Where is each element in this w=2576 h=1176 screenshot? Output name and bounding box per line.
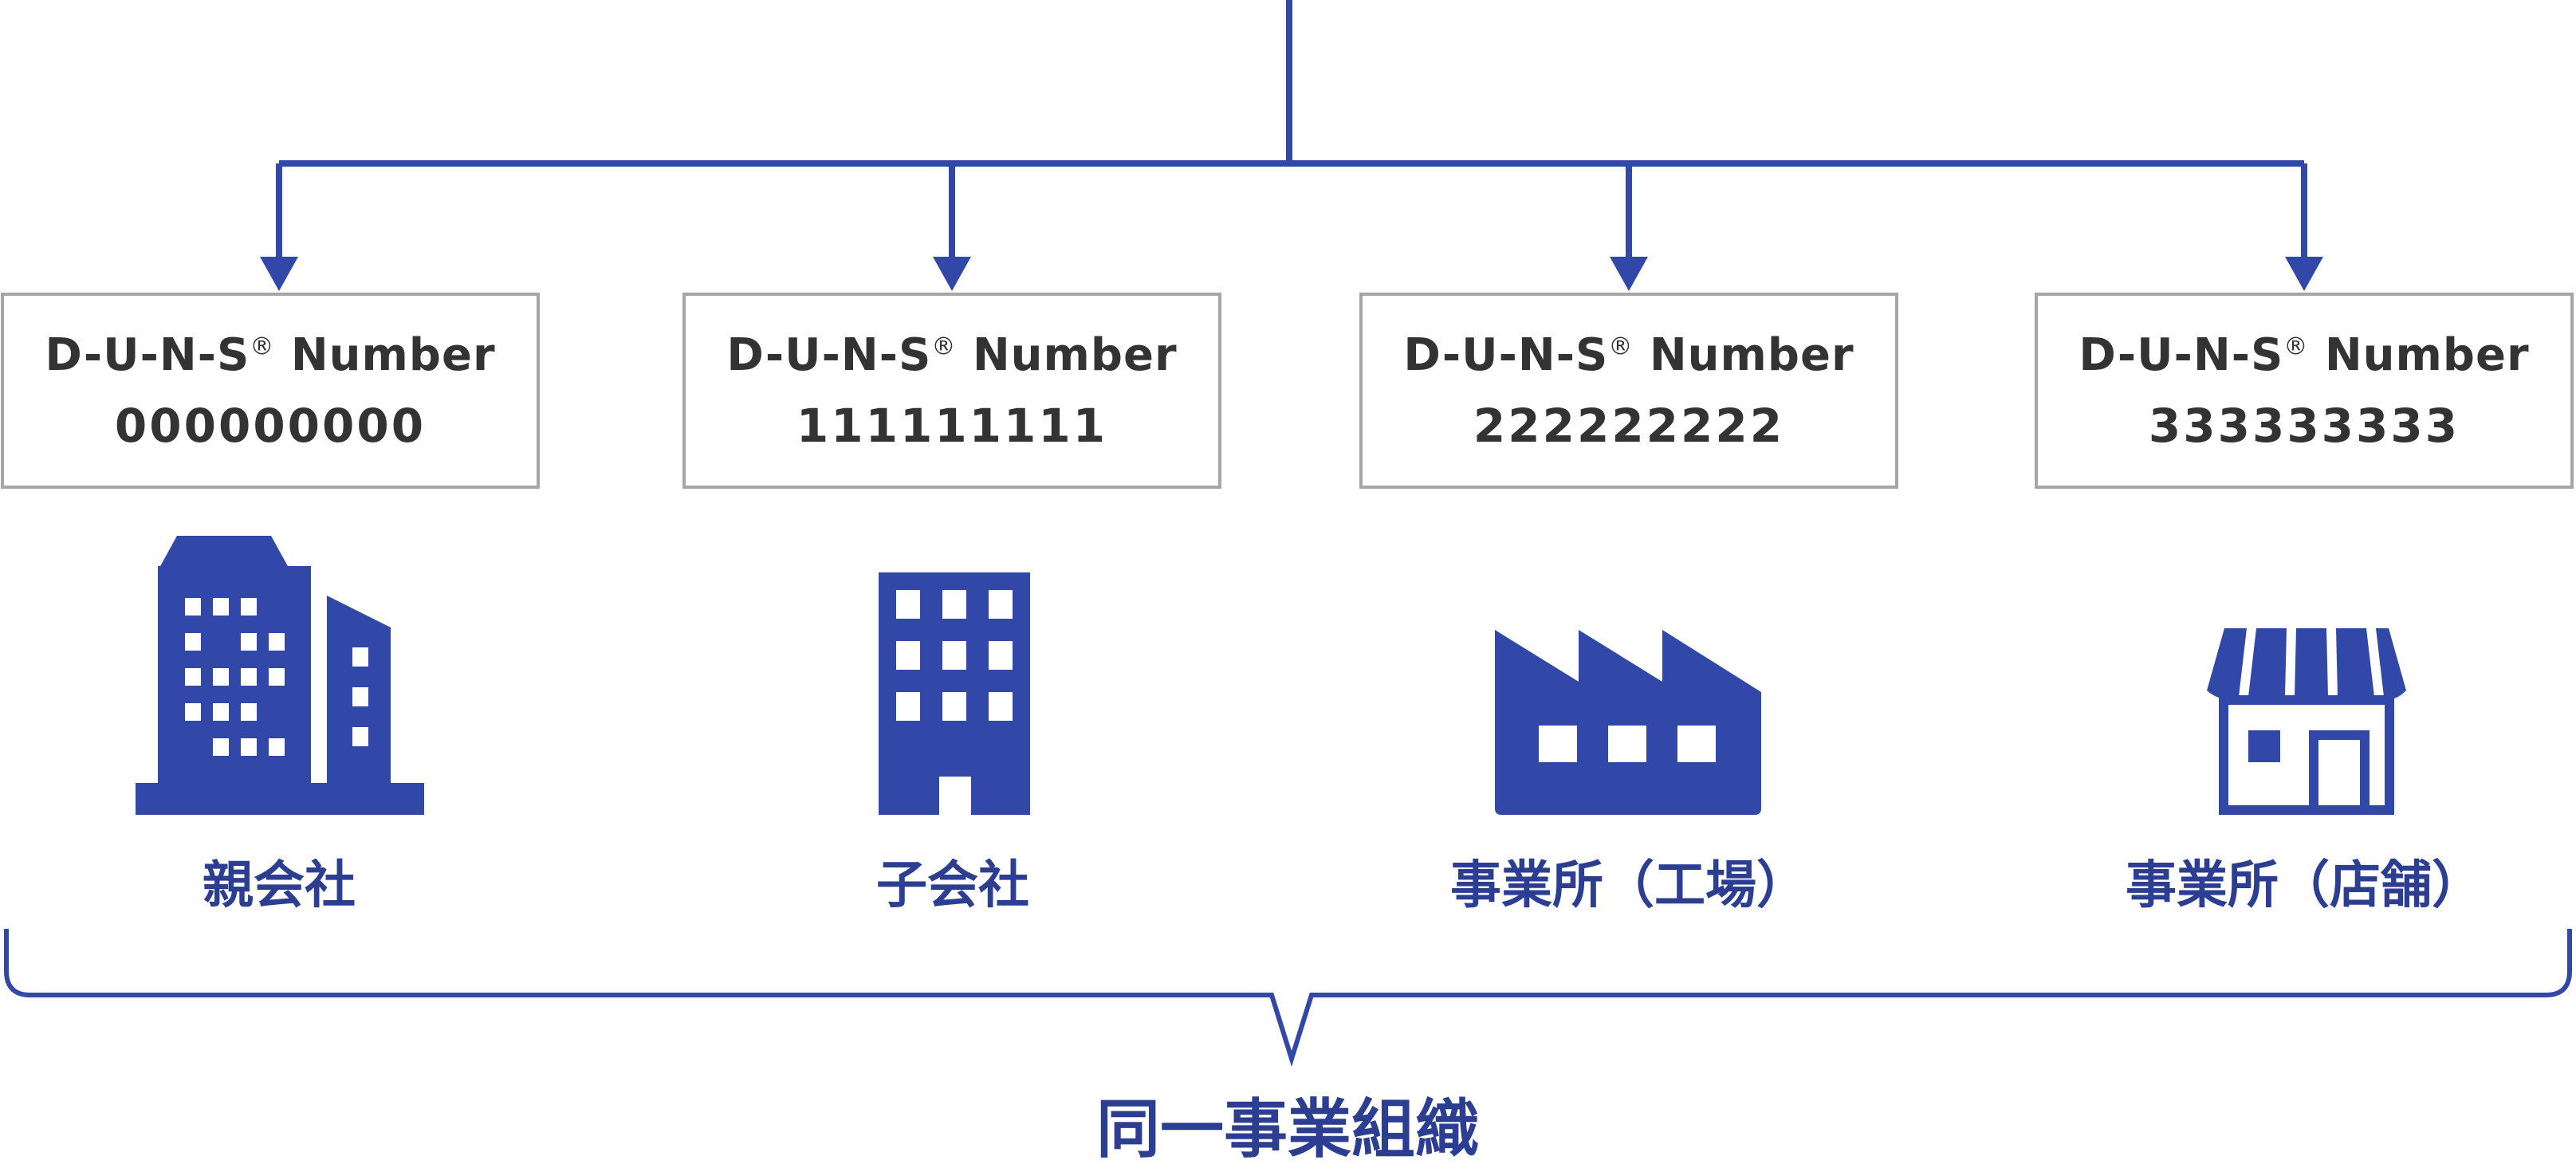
office-buildings-icon (136, 536, 424, 815)
duns-label: D-U-N-S® Number (726, 329, 1178, 381)
arrow-head-3 (1610, 257, 1648, 291)
duns-number: 000000000 (114, 399, 427, 453)
caption-subsidiary: 子会社 (876, 856, 1029, 915)
duns-box-store: D-U-N-S® Number 333333333 (2035, 293, 2574, 489)
arrow-head-1 (260, 257, 298, 291)
caption-office-store: 事業所（店舗） (2126, 856, 2483, 915)
duns-box-factory: D-U-N-S® Number 222222222 (1359, 293, 1898, 489)
duns-label: D-U-N-S® Number (1403, 329, 1854, 381)
group-brace (4, 929, 2572, 1068)
store-icon (2207, 628, 2406, 815)
duns-number: 222222222 (1473, 399, 1785, 453)
duns-number: 111111111 (796, 399, 1108, 453)
caption-parent-company: 親会社 (203, 856, 356, 915)
arrow-head-2 (933, 257, 971, 291)
caption-office-factory: 事業所（工場） (1450, 856, 1807, 915)
duns-label: D-U-N-S® Number (2078, 329, 2530, 381)
duns-box-subsidiary: D-U-N-S® Number 111111111 (682, 293, 1221, 489)
factory-icon (1495, 630, 1761, 815)
duns-number: 333333333 (2148, 399, 2460, 453)
building-icon (879, 572, 1030, 815)
duns-label: D-U-N-S® Number (45, 329, 496, 381)
arrow-head-4 (2285, 257, 2323, 291)
duns-box-parent: D-U-N-S® Number 000000000 (1, 293, 540, 489)
group-label: 同一事業組織 (1096, 1092, 1479, 1166)
